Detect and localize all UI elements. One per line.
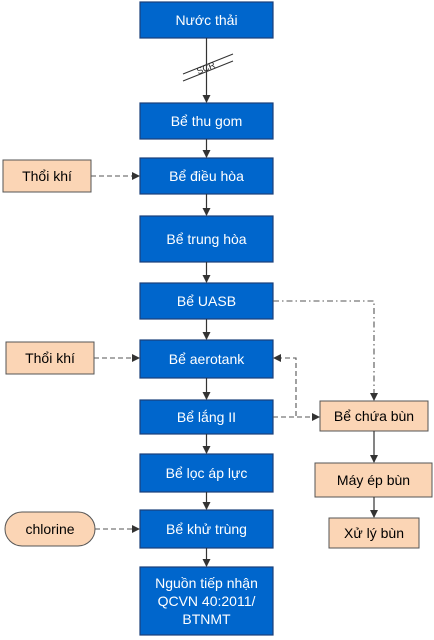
node-be-chua-bun: Bể chứa bùn xyxy=(319,400,429,432)
node-nuoc-thai: Nước thải xyxy=(139,1,274,39)
node-be-trung-hoa: Bể trung hòa xyxy=(139,215,274,263)
svg-text:chlorine: chlorine xyxy=(25,521,74,537)
svg-text:Bể chứa bùn: Bể chứa bùn xyxy=(334,408,414,424)
node-be-thu-gom: Bể thu gom xyxy=(139,102,274,140)
svg-text:Bể trung hòa: Bể trung hòa xyxy=(166,231,246,247)
node-be-lang: Bể lắng II xyxy=(139,399,274,435)
node-be-loc-ap-luc: Bể lọc áp lực xyxy=(139,453,274,493)
node-be-dieu-hoa: Bể điều hòa xyxy=(139,157,274,195)
node-chlorine: chlorine xyxy=(4,511,96,547)
svg-text:Nguồn tiếp nhận: Nguồn tiếp nhận xyxy=(155,575,258,591)
node-be-khu-trung: Bể khử trùng xyxy=(139,509,274,549)
svg-text:Bể điều hòa: Bể điều hòa xyxy=(169,168,244,184)
svg-text:Thổi khí: Thổi khí xyxy=(22,168,72,184)
scr-screen: SCR xyxy=(182,53,234,82)
svg-text:Nước thải: Nước thải xyxy=(175,12,237,28)
node-nguon-tiep-nhan: Nguồn tiếp nhận QCVN 40:2011/ BTNMT xyxy=(139,566,274,636)
svg-text:Thổi khí: Thổi khí xyxy=(25,350,75,366)
svg-text:Bể lọc áp lực: Bể lọc áp lực xyxy=(166,465,248,481)
svg-text:Bể aerotank: Bể aerotank xyxy=(169,351,245,367)
svg-text:QCVN 40:2011/: QCVN 40:2011/ xyxy=(158,593,256,609)
svg-text:Bể lắng II: Bể lắng II xyxy=(177,409,236,425)
arrow-lang-recycle-to-aerotank xyxy=(273,354,297,418)
node-thoi-khi-2: Thổi khí xyxy=(5,341,95,375)
node-xu-ly-bun: Xử lý bùn xyxy=(328,517,420,549)
svg-text:Bể khử trùng: Bể khử trùng xyxy=(166,521,247,537)
svg-text:BTNMT: BTNMT xyxy=(182,611,231,627)
node-be-uasb: Bể UASB xyxy=(139,282,274,320)
svg-text:Bể UASB: Bể UASB xyxy=(177,293,236,309)
arrow-uasb-to-chua-bun xyxy=(273,300,378,401)
svg-text:Bể thu gom: Bể thu gom xyxy=(171,113,243,129)
svg-text:Xử lý bùn: Xử lý bùn xyxy=(344,525,404,541)
node-thoi-khi-1: Thổi khí xyxy=(2,159,92,193)
node-may-ep-bun: Máy ép bùn xyxy=(314,462,433,498)
node-be-aerotank: Bể aerotank xyxy=(139,339,274,379)
svg-text:Máy ép bùn: Máy ép bùn xyxy=(337,472,410,488)
